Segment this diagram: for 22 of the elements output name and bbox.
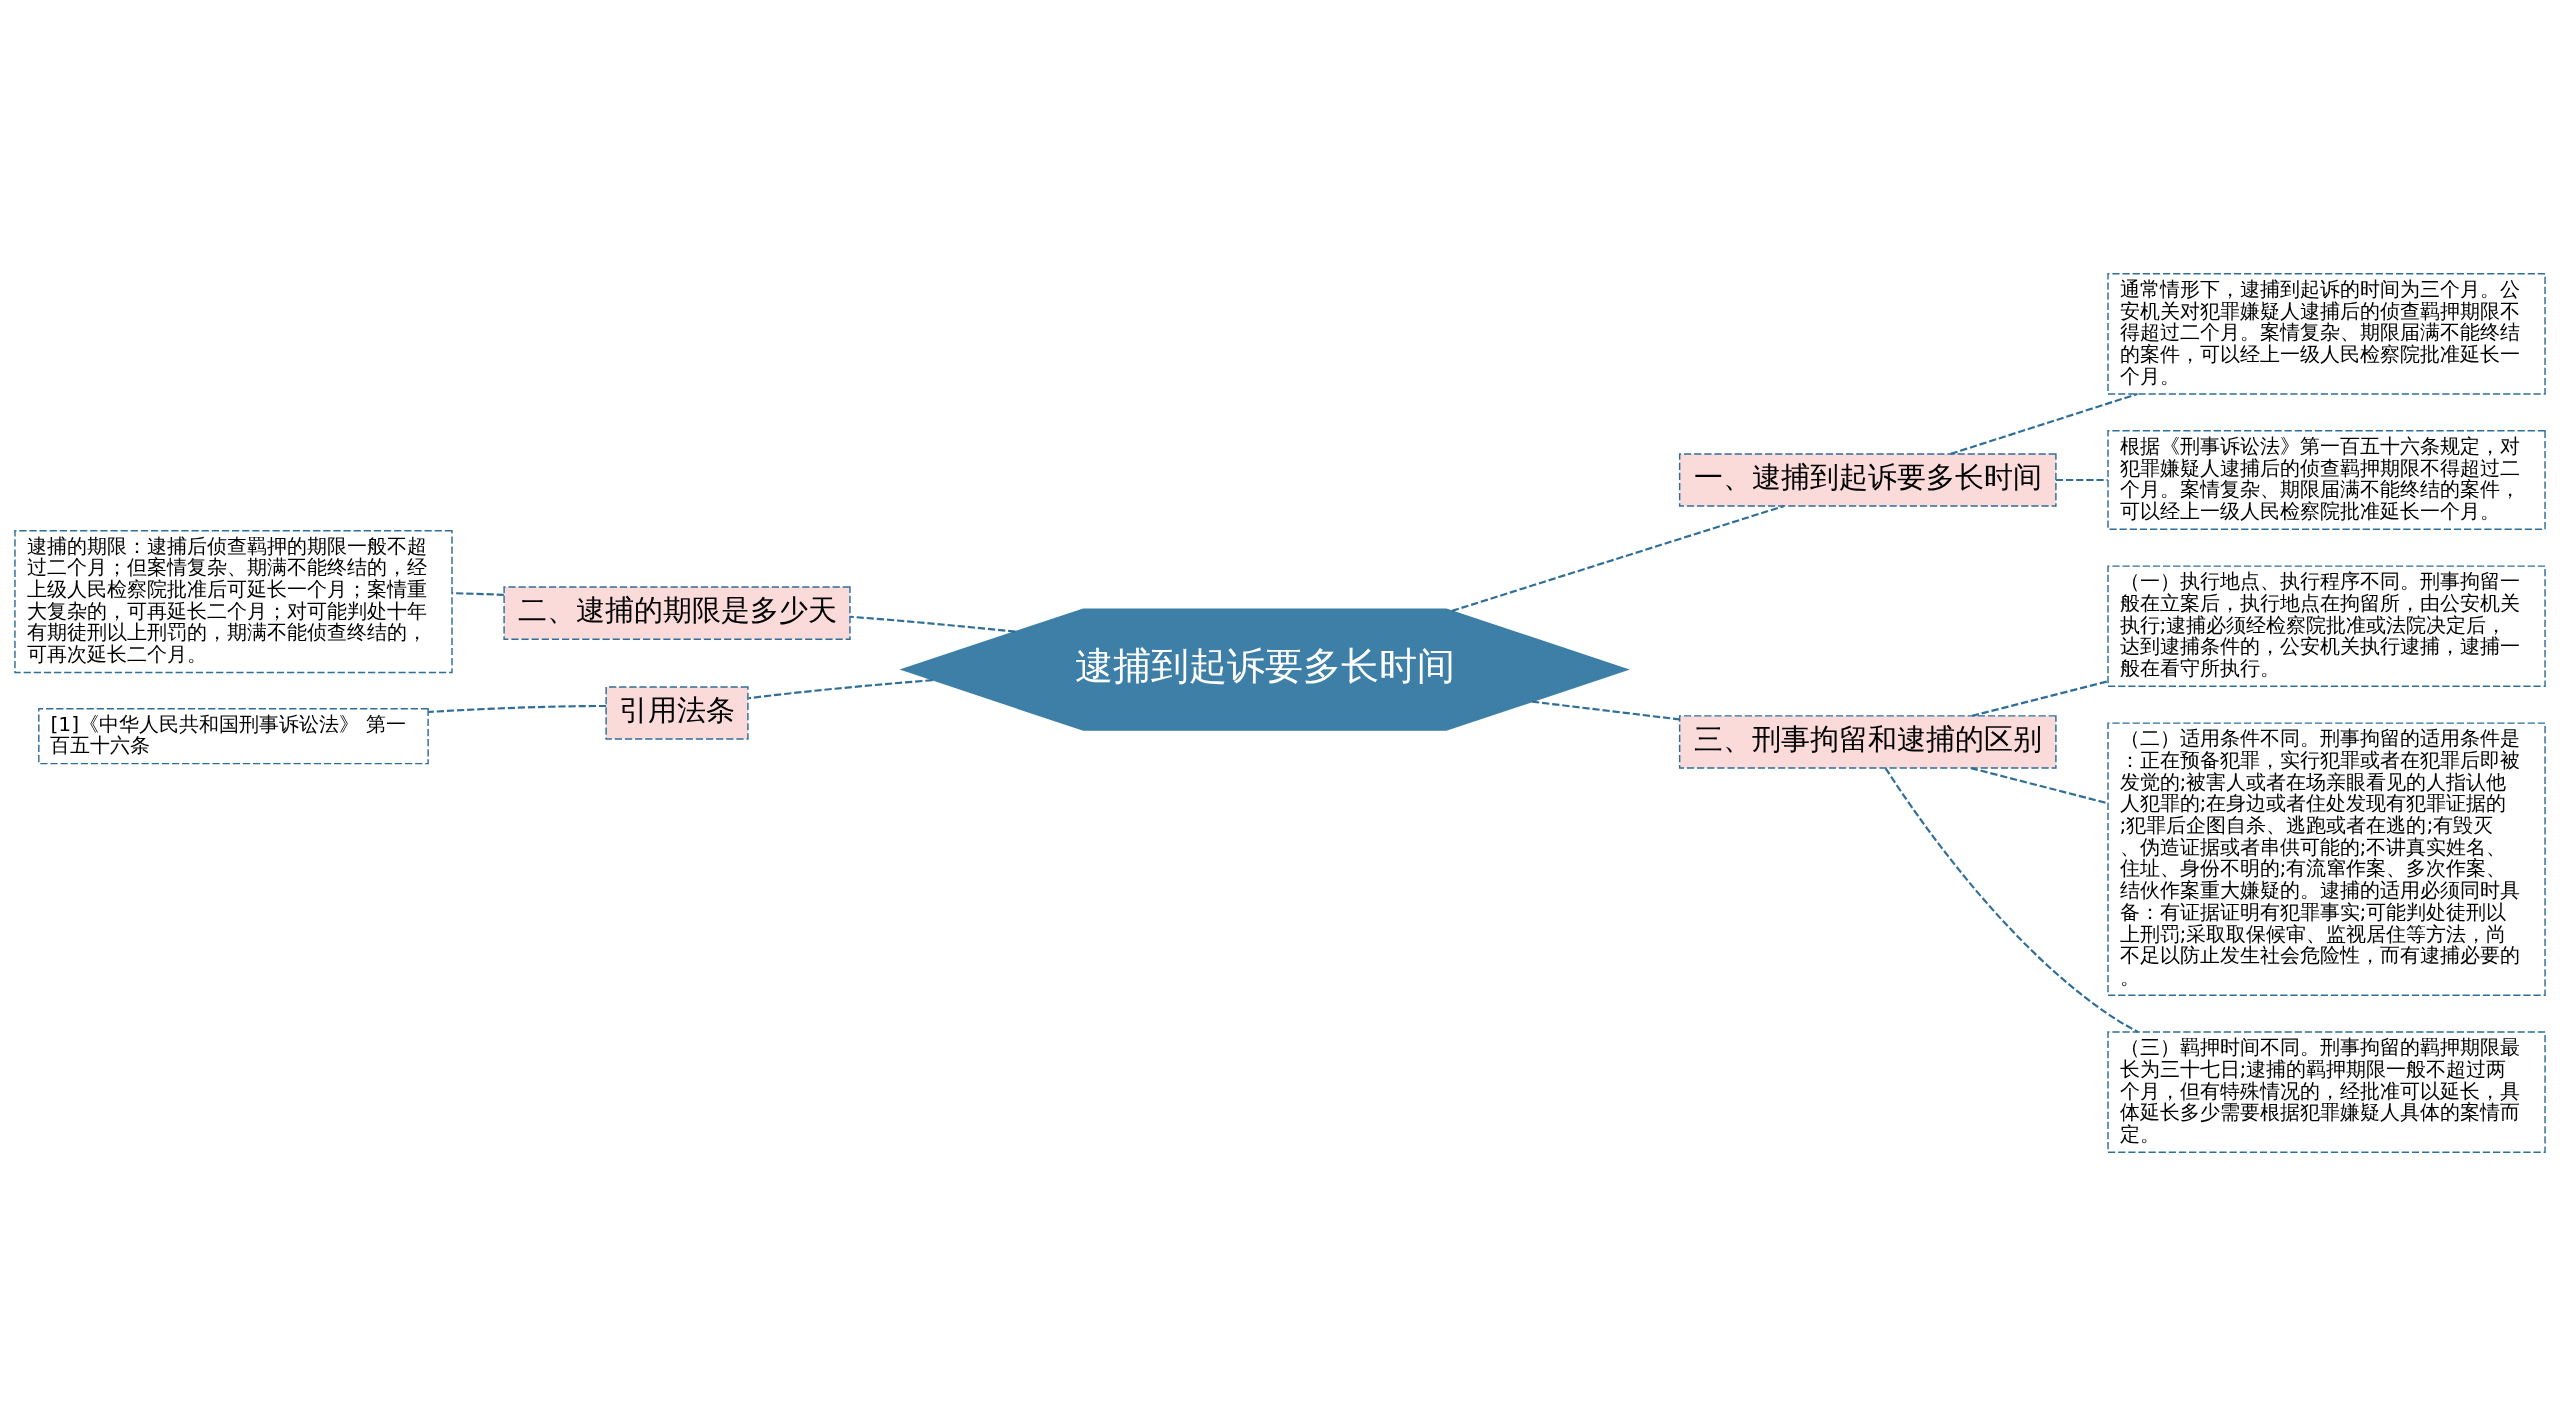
node-box: （三）羁押时间不同。刑事拘留的羁押期限最长为三十七日;逮捕的羁押期限一般不超过两个月，但有特殊情况的，经批准可以延长，具体延长多少需要根据犯罪嫌疑人具体的案情而定。	[2107, 1031, 2546, 1153]
node-box: 根据《刑事诉讼法》第一百五十六条规定，对犯罪嫌疑人逮捕后的侦查羁押期限不得超过二个月。案情复杂、期限届满不能终结的案件，可以经上一级人民检察院批准延长一个月。	[2107, 430, 2546, 530]
connector	[1971, 680, 2109, 717]
connector	[1884, 767, 2139, 1033]
node-box: 逮捕的期限：逮捕后侦查羁押的期限一般不超过二个月；但案情复杂、期满不能终结的，经上级人民检察院批准后可延长一个月；案情重大复杂的，可再延长二个月；对可能判处十年有期徒刑以上刑罚的，期满不能侦查终结的，可再次延长二个月。	[14, 529, 453, 674]
node-box: （一）执行地点、执行程序不同。刑事拘留一般在立案后，执行地点在拘留所，由公安机关执行;逮捕必须经检察院批准或法院决定后，达到逮捕条件的，公安机关执行逮捕，逮捕一般在看守所执行。	[2107, 565, 2546, 687]
node-box: 通常情形下，逮捕到起诉的时间为三个月。公安机关对犯罪嫌疑人逮捕后的侦查羁押期限不得超过二个月。案情复杂、期限届满不能终结的案件，可以经上一级人民检察院批准延长一个月。	[2107, 273, 2546, 395]
connector	[2055, 478, 2108, 482]
connector	[849, 615, 1016, 633]
connector	[1531, 700, 1680, 721]
connector	[428, 704, 606, 714]
connector	[1950, 393, 2138, 455]
node-box: [1]《中华人民共和国刑事诉讼法》 第一百五十六条	[38, 707, 429, 765]
node-box: 一、逮捕到起诉要多长时间	[1678, 453, 2057, 507]
connector	[1970, 767, 2109, 805]
connector	[1451, 505, 1785, 612]
connector	[452, 592, 504, 596]
node-box: 引用法条	[605, 686, 749, 740]
node-box: 二、逮捕的期限是多少天	[503, 586, 851, 640]
node-box: 三、刑事拘留和逮捕的区别	[1678, 715, 2057, 769]
connector	[748, 679, 933, 700]
node-box: （二）适用条件不同。刑事拘留的适用条件是：正在预备犯罪，实行犯罪或者在犯罪后即被发觉的;被害人或者在场亲眼看见的人指认他人犯罪的;在身边或者住处发现有犯罪证据的;犯罪后企图自杀、逃跑或者在逃的;有毁灭、伪造证据或者串供可能的;不讲真实姓名、住址、身份不明的;有流窜作案、多次作案、结伙作案重大嫌疑的。逮捕的适用必须同时具备：有证据证明有犯罪事实;可能判处徒刑以上刑罚;采取取保候审、监视居住等方法，尚不足以防止发生社会危险性，而有逮捕必要的。	[2107, 722, 2546, 996]
